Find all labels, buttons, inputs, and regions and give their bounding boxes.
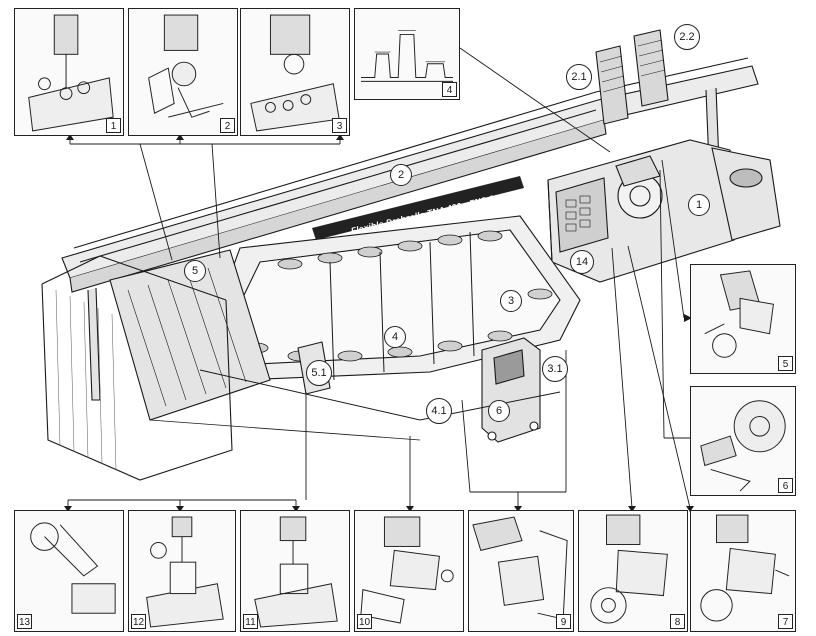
detail-art-12	[146, 516, 224, 628]
gantry-leg-left	[87, 287, 101, 401]
callout-2-1: 2.1	[566, 64, 592, 90]
safety-fence	[41, 283, 233, 481]
callout-4: 4	[384, 326, 406, 348]
callout-14: 14	[570, 250, 594, 274]
callout-2-2: 2.2	[674, 24, 700, 50]
detail-number-1: 1	[106, 118, 121, 133]
detail-art-2	[148, 14, 224, 118]
detail-number-12: 12	[131, 614, 146, 629]
detail-number-2: 2	[220, 118, 235, 133]
detail-art-1	[28, 14, 114, 132]
detail-art-5	[704, 270, 774, 358]
detail-panel-3: 3	[240, 8, 350, 136]
detail-panel-9: 9	[468, 510, 574, 632]
callout-3: 3	[500, 290, 522, 312]
detail-panel-4: 4	[354, 8, 460, 100]
detail-art-9	[472, 516, 568, 620]
detail-art-3	[250, 14, 340, 132]
detail-panel-11: 11	[240, 510, 350, 632]
detail-number-4: 4	[442, 82, 457, 97]
control-screen	[493, 349, 525, 385]
detail-panel-13: 13	[14, 510, 124, 632]
detail-number-6: 6	[778, 478, 793, 493]
callout-4-1: 4.1	[426, 398, 452, 424]
chip-conveyor	[711, 147, 781, 241]
detail-art-8	[590, 514, 668, 624]
detail-art-13	[30, 522, 116, 614]
detail-panel-1: 1	[14, 8, 124, 136]
detail-number-8: 8	[670, 614, 685, 629]
detail-art-6	[700, 400, 786, 492]
callout-5: 5	[184, 260, 206, 282]
detail-panel-10: 10	[354, 510, 464, 632]
detail-panel-5: 5	[690, 264, 796, 374]
callout-3-1: 3.1	[542, 356, 568, 382]
detail-art-10	[360, 516, 454, 624]
detail-number-9: 9	[556, 614, 571, 629]
detail-number-11: 11	[243, 614, 258, 629]
detail-panel-7: 7	[690, 510, 796, 632]
detail-number-10: 10	[357, 614, 372, 629]
detail-panel-12: 12	[128, 510, 236, 632]
callout-2: 2	[390, 164, 412, 186]
detail-number-3: 3	[332, 118, 347, 133]
detail-panel-8: 8	[578, 510, 688, 632]
detail-art-7	[700, 514, 790, 622]
callout-5-1: 5.1	[306, 360, 332, 386]
detail-number-13: 13	[17, 614, 32, 629]
gantry-tower-2-1	[595, 45, 629, 125]
detail-panel-2: 2	[128, 8, 238, 136]
detail-number-7: 7	[778, 614, 793, 629]
callout-6: 6	[488, 400, 510, 422]
gantry-tower-2-2	[633, 29, 669, 107]
detail-art-11	[254, 516, 338, 628]
nameplate-strip	[312, 176, 524, 240]
detail-art-4	[361, 30, 453, 82]
detail-panel-6: 6	[690, 386, 796, 496]
detail-number-5: 5	[778, 356, 793, 371]
callout-1: 1	[688, 194, 710, 216]
